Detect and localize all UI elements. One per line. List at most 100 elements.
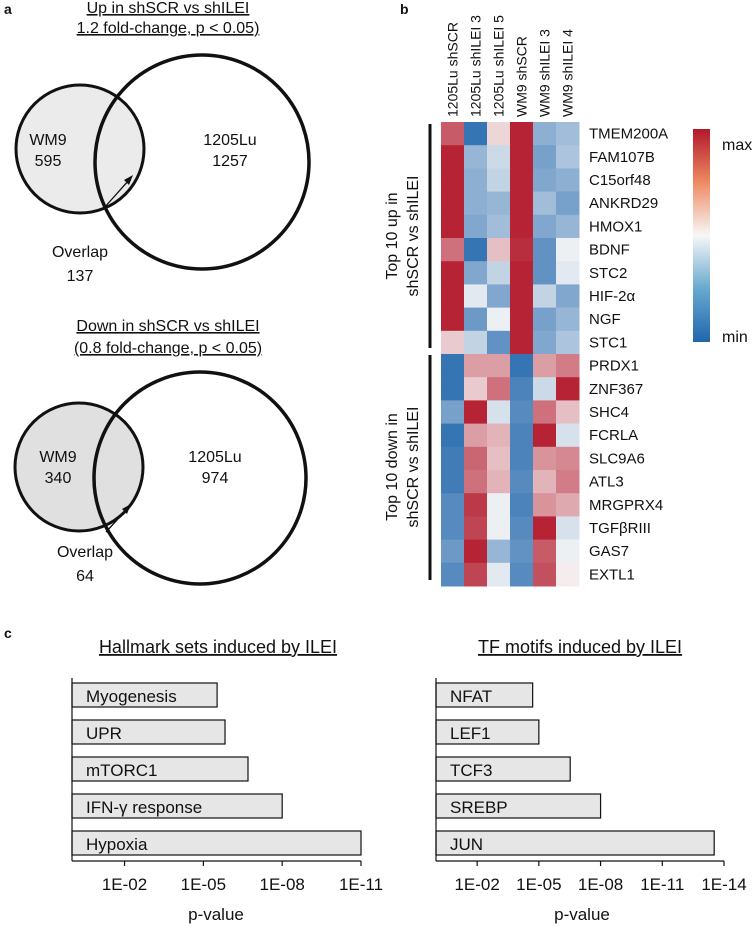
heatmap-cell bbox=[487, 145, 511, 169]
x-tick-label: 1E-11 bbox=[640, 875, 684, 894]
gene-label: STC2 bbox=[589, 265, 627, 282]
heatmap-cell bbox=[487, 470, 511, 494]
heatmap-cell bbox=[441, 145, 465, 169]
heatmap: TMEM200AFAM107BC15orf48ANKRD29HMOX1BDNFS… bbox=[441, 15, 668, 587]
heatmap-cell bbox=[464, 423, 488, 448]
venn-down: Down in shSCR vs shILEI (0.8 fold-change… bbox=[13, 318, 308, 586]
bar-label: Hypoxia bbox=[86, 835, 148, 854]
heatmap-cell bbox=[487, 562, 511, 587]
heatmap-cell bbox=[464, 191, 488, 216]
venn-up-title-line2: 1.2 fold-change, p < 0.05) bbox=[77, 20, 260, 37]
venn-down-right-count: 974 bbox=[202, 470, 229, 487]
gene-label: ZNF367 bbox=[589, 381, 643, 398]
heatmap-cell bbox=[510, 168, 534, 193]
heatmap-cell bbox=[533, 539, 557, 564]
column-label: WM9 shSCR bbox=[514, 36, 530, 117]
heatmap-cell bbox=[510, 377, 534, 401]
gene-label: SHC4 bbox=[589, 404, 629, 421]
bar-label: mTORC1 bbox=[86, 761, 157, 780]
venn-down-right-name: 1205Lu bbox=[188, 449, 241, 466]
venn-down-left-count: 340 bbox=[45, 470, 72, 487]
heatmap-cell bbox=[533, 168, 557, 193]
venn-up-overlap-arrowhead bbox=[124, 175, 133, 185]
gene-label: C15orf48 bbox=[589, 172, 651, 189]
panel-label-a: a bbox=[4, 1, 12, 17]
bar-label: Myogenesis bbox=[86, 687, 177, 706]
heatmap-cell bbox=[487, 377, 511, 401]
heatmap-cell bbox=[487, 191, 511, 216]
bar-label: LEF1 bbox=[450, 724, 491, 743]
bar-label: IFN-γ response bbox=[86, 798, 202, 817]
heatmap-cell bbox=[510, 145, 534, 169]
venn-up: Up in shSCR vs shILEI 1.2 fold-change, p… bbox=[14, 0, 311, 285]
heatmap-cell bbox=[441, 284, 465, 309]
heatmap-cell bbox=[487, 261, 511, 285]
heatmap-cell bbox=[533, 238, 557, 262]
heatmap-cell bbox=[464, 168, 488, 193]
bar-label: SREBP bbox=[450, 798, 508, 817]
gene-label: HMOX1 bbox=[589, 218, 642, 235]
heatmap-cell bbox=[510, 307, 534, 332]
heatmap-cell bbox=[510, 261, 534, 285]
heatmap-cell bbox=[510, 400, 534, 425]
bar-label: UPR bbox=[86, 724, 122, 743]
heatmap-cell bbox=[556, 191, 580, 216]
heatmap-cell bbox=[510, 284, 534, 309]
x-axis-label: p-value bbox=[554, 905, 610, 924]
heatmap-cell bbox=[441, 191, 465, 216]
bar-label: TCF3 bbox=[450, 761, 493, 780]
x-tick-label: 1E-05 bbox=[516, 875, 561, 894]
heatmap-cell bbox=[441, 493, 465, 517]
heatmap-cell bbox=[464, 122, 488, 146]
heatmap-cell bbox=[487, 516, 511, 541]
heatmap-cell bbox=[464, 562, 488, 587]
heatmap-cell bbox=[464, 354, 488, 378]
heatmap-cell bbox=[441, 516, 465, 541]
heatmap-cell bbox=[510, 446, 534, 471]
heatmap-cell bbox=[441, 423, 465, 448]
heatmap-cell bbox=[487, 446, 511, 471]
gene-label: HIF-2α bbox=[589, 288, 636, 305]
heatmap-cell bbox=[487, 214, 511, 239]
bar-label: NFAT bbox=[450, 687, 492, 706]
heatmap-cell bbox=[487, 284, 511, 309]
heatmap-cell bbox=[464, 261, 488, 285]
venn-up-overlap-count: 137 bbox=[67, 268, 94, 285]
heatmap-cell bbox=[533, 377, 557, 401]
heatmap-cell bbox=[556, 446, 580, 471]
heatmap-cell bbox=[556, 562, 580, 587]
chart-title: Hallmark sets induced by ILEI bbox=[99, 637, 337, 657]
heatmap-cell bbox=[533, 307, 557, 332]
heatmap-cell bbox=[533, 493, 557, 517]
heatmap-cell bbox=[510, 562, 534, 587]
venn-down-left-name: WM9 bbox=[39, 449, 76, 466]
heatmap-cell bbox=[533, 562, 557, 587]
heatmap-cell bbox=[487, 307, 511, 332]
heatmap-cell bbox=[556, 354, 580, 378]
x-tick-label: 1E-02 bbox=[102, 875, 147, 894]
heatmap-cell bbox=[510, 191, 534, 216]
heatmap-cell bbox=[464, 400, 488, 425]
gene-label: ATL3 bbox=[589, 474, 624, 491]
heatmap-cell bbox=[487, 122, 511, 146]
heatmap-cell bbox=[441, 446, 465, 471]
venn-up-left-circle bbox=[14, 83, 146, 215]
heatmap-cell bbox=[556, 214, 580, 239]
venn-down-overlap-label: Overlap bbox=[57, 544, 113, 561]
heatmap-cell bbox=[533, 423, 557, 448]
color-legend-bar bbox=[693, 129, 710, 342]
venn-down-left-circle bbox=[13, 401, 145, 533]
chart-title: TF motifs induced by ILEI bbox=[478, 637, 682, 657]
heatmap-cell bbox=[556, 470, 580, 494]
hallmark-chart: Hallmark sets induced by ILEI MyogenesisU… bbox=[71, 637, 383, 924]
x-axis-label: p-value bbox=[188, 905, 244, 924]
heatmap-cell bbox=[510, 122, 534, 146]
heatmap-cell bbox=[441, 122, 465, 146]
column-label: 1205Lu shILEI 5 bbox=[491, 15, 507, 117]
heatmap-cell bbox=[533, 145, 557, 169]
gene-label: MRGPRX4 bbox=[589, 497, 663, 514]
heatmap-cell bbox=[533, 261, 557, 285]
gene-label: TGFβRIII bbox=[589, 520, 651, 537]
column-label: WM9 shILEI 3 bbox=[537, 29, 553, 117]
